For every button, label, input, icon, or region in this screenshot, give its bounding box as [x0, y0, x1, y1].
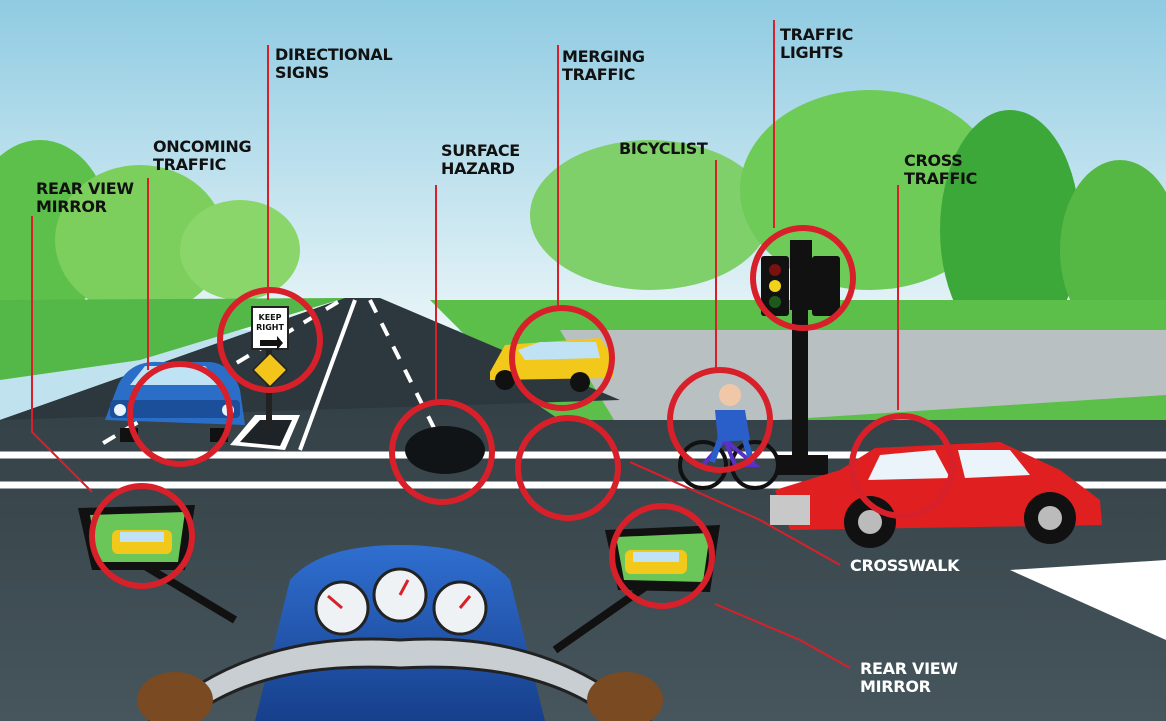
sign-text-right: RIGHT [256, 323, 284, 332]
label-bicyclist: BICYCLIST [619, 140, 708, 158]
label-oncoming-traffic: ONCOMING TRAFFIC [153, 138, 251, 174]
surface-hazard-patch [405, 426, 485, 474]
label-rear-view-mirror-right: REAR VIEW MIRROR [860, 660, 958, 696]
label-cross-traffic: CROSS TRAFFIC [904, 152, 977, 188]
label-crosswalk: CROSSWALK [850, 557, 959, 575]
label-rear-view-mirror-left: REAR VIEW MIRROR [36, 180, 134, 216]
label-merging-traffic: MERGING TRAFFIC [562, 48, 645, 84]
label-directional-signs: DIRECTIONAL SIGNS [275, 46, 392, 82]
label-surface-hazard: SURFACE HAZARD [441, 142, 520, 178]
sign-text-keep: KEEP [259, 313, 282, 322]
label-traffic-lights: TRAFFIC LIGHTS [780, 26, 853, 62]
